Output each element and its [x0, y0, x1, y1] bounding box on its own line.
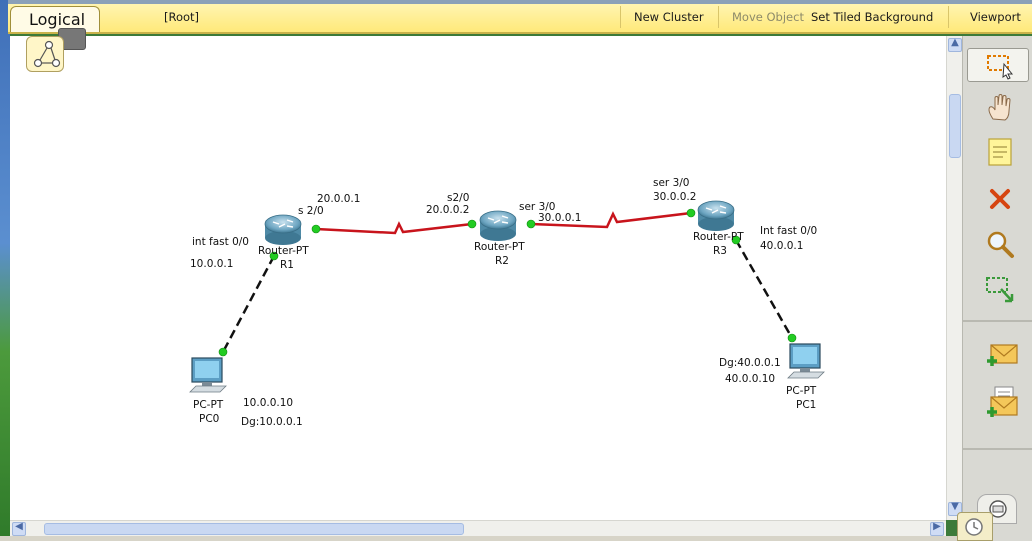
- clock-icon: [965, 518, 983, 536]
- viewport-button[interactable]: Viewport: [970, 10, 1021, 24]
- desktop-background: [0, 0, 10, 541]
- serial-link-r2-r3[interactable]: [530, 211, 692, 229]
- link-r1-pc0[interactable]: [221, 255, 276, 353]
- note-r1-serial-interface[interactable]: s 2/0: [298, 205, 324, 217]
- r1-type-label: Router-PT: [258, 245, 309, 257]
- workspace-toolbar: Logical [Root] New Cluster Move Object S…: [8, 0, 1032, 34]
- r2-name-label: R2: [495, 255, 509, 267]
- vertical-scroll-thumb[interactable]: [949, 94, 961, 158]
- zoom-icon: [987, 231, 1014, 258]
- palette-divider: [963, 448, 1032, 450]
- vertical-scrollbar[interactable]: ▲ ▼: [946, 36, 962, 520]
- toolbar-separator: [718, 6, 719, 28]
- note-r2-serial-left-ip[interactable]: 20.0.0.2: [426, 204, 469, 216]
- zoom-tool[interactable]: [967, 226, 1029, 260]
- topology-diagram: Router-PT R1 Router-PT R2 Router-PT R3 P…: [189, 177, 825, 428]
- note-r3-fast-interface[interactable]: Int fast 0/0: [760, 225, 817, 237]
- toolbar-separator: [620, 6, 621, 28]
- router-r1-icon[interactable]: [264, 214, 302, 245]
- r3-name-label: R3: [713, 245, 727, 257]
- arrow-up-icon: ▲: [951, 37, 959, 48]
- status-strip: [0, 536, 1032, 541]
- note-r1-fast-ip[interactable]: 10.0.0.1: [190, 258, 233, 270]
- note-r3-serial-interface[interactable]: ser 3/0: [653, 177, 689, 189]
- arrow-left-icon: ◀: [15, 521, 23, 532]
- resize-shape-tool[interactable]: [967, 272, 1029, 306]
- delete-tool[interactable]: [967, 182, 1029, 216]
- note-icon: [988, 138, 1012, 166]
- note-r3-fast-ip[interactable]: 40.0.0.1: [760, 240, 803, 252]
- resize-icon: [986, 277, 1014, 303]
- delete-icon: [990, 189, 1010, 209]
- topology-nav-icon: [33, 40, 61, 68]
- printer-icon: [989, 500, 1007, 518]
- note-r3-serial-ip[interactable]: 30.0.0.2: [653, 191, 696, 203]
- router-r2-icon[interactable]: [479, 210, 517, 241]
- select-icon: [987, 55, 1014, 80]
- scroll-up-button[interactable]: ▲: [948, 37, 962, 52]
- logical-tab[interactable]: Logical: [10, 6, 100, 32]
- serial-link-r1-r2[interactable]: [315, 221, 473, 235]
- logical-tab-label: Logical: [29, 10, 86, 29]
- move-object-button[interactable]: Move Object: [732, 10, 804, 24]
- horizontal-scrollbar[interactable]: ◀ ▶: [10, 520, 946, 536]
- pc1-type-label: PC-PT: [786, 385, 817, 397]
- r3-type-label: Router-PT: [693, 231, 744, 243]
- inspect-tool[interactable]: [967, 90, 1029, 124]
- add-complex-pdu-tool[interactable]: [967, 382, 1029, 417]
- realtime-mode-button[interactable]: [957, 512, 993, 541]
- workspace-canvas[interactable]: Router-PT R1 Router-PT R2 Router-PT R3 P…: [10, 36, 946, 520]
- hand-icon: [988, 94, 1011, 121]
- pc1-icon[interactable]: [787, 343, 825, 379]
- set-tiled-background-button[interactable]: Set Tiled Background: [811, 10, 934, 24]
- router-r3-icon[interactable]: [697, 200, 735, 231]
- scroll-right-button[interactable]: ▶: [930, 521, 944, 536]
- r1-name-label: R1: [280, 259, 294, 271]
- note-r1-fast-interface[interactable]: int fast 0/0: [192, 236, 249, 248]
- note-r2-serial-right-ip[interactable]: 30.0.0.1: [538, 212, 581, 224]
- pc0-name-label: PC0: [199, 413, 219, 425]
- pc0-type-label: PC-PT: [193, 399, 224, 411]
- complex-pdu-icon: [987, 386, 1018, 417]
- note-r1-serial-ip[interactable]: 20.0.0.1: [317, 193, 360, 205]
- link-lights: [218, 208, 797, 357]
- select-tool[interactable]: [967, 48, 1029, 82]
- arrow-down-icon: ▼: [951, 501, 959, 512]
- place-note-tool[interactable]: [967, 134, 1029, 168]
- pc1-name-label: PC1: [796, 399, 816, 411]
- navigation-icon[interactable]: [26, 36, 64, 72]
- note-r2-serial-left-interface[interactable]: s2/0: [447, 192, 469, 204]
- note-pc0-gateway[interactable]: Dg:10.0.0.1: [241, 416, 303, 428]
- note-pc0-ip[interactable]: 10.0.0.10: [243, 397, 293, 409]
- scroll-left-button[interactable]: ◀: [12, 521, 26, 536]
- note-pc1-gateway[interactable]: Dg:40.0.0.1: [719, 357, 781, 369]
- r2-type-label: Router-PT: [474, 241, 525, 253]
- root-button[interactable]: [Root]: [164, 10, 200, 24]
- new-cluster-button[interactable]: New Cluster: [634, 10, 704, 24]
- palette-divider: [963, 320, 1032, 322]
- simple-pdu-icon: [987, 344, 1018, 366]
- link-r3-pc1[interactable]: [734, 239, 794, 339]
- toolbar-top-edge: [8, 0, 1032, 4]
- common-tools-bar: [962, 36, 1032, 541]
- horizontal-scroll-thumb[interactable]: [44, 523, 464, 535]
- arrow-right-icon: ▶: [933, 521, 941, 532]
- add-simple-pdu-tool[interactable]: [967, 336, 1029, 370]
- toolbar-separator: [948, 6, 949, 28]
- note-pc1-ip[interactable]: 40.0.0.10: [725, 373, 775, 385]
- pc0-icon[interactable]: [189, 357, 227, 393]
- note-r2-serial-right-interface[interactable]: ser 3/0: [519, 201, 555, 213]
